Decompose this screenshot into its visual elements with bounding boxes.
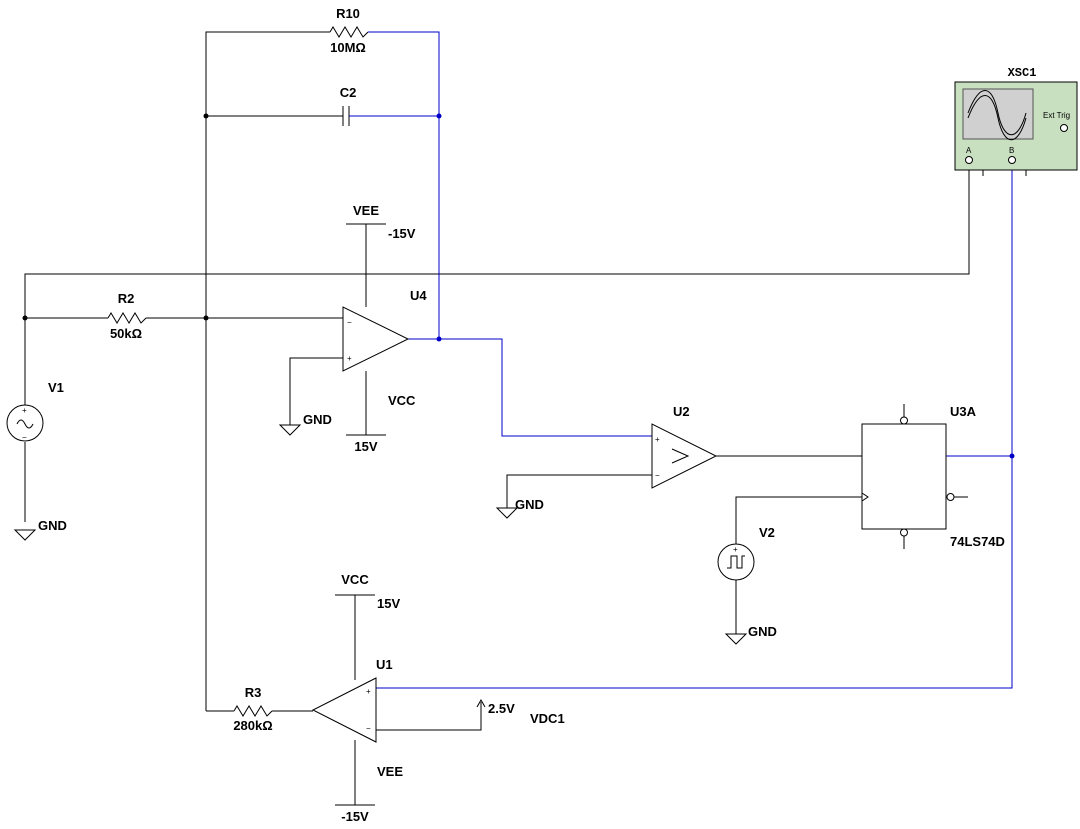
wires: [24, 31, 1027, 805]
r3-value: 280kΩ: [233, 718, 272, 733]
u3a-ref: U3A: [950, 404, 977, 419]
u3a-part: 74LS74D: [950, 534, 1005, 549]
resistor-r3[interactable]: R3 280kΩ: [233, 685, 272, 733]
u4-vcc-value: 15V: [354, 439, 377, 454]
ac-source-v1[interactable]: + − V1: [6, 380, 64, 442]
u4-vee-value: -15V: [388, 226, 416, 241]
vdc1-value: 2.5V: [488, 701, 515, 716]
ground-u4: GND: [278, 412, 332, 436]
ground-v1-label: GND: [38, 518, 67, 533]
blue-wires: [352, 31, 1013, 689]
resistor-r10[interactable]: R10 10MΩ: [329, 6, 369, 55]
opamp-u1[interactable]: + − U1 VCC 15V VEE -15V: [311, 572, 403, 824]
r2-ref: R2: [118, 291, 135, 306]
v2-ref: V2: [759, 525, 775, 540]
oscilloscope-xsc1[interactable]: XSC1 Ext Trig A B: [954, 66, 1078, 171]
ground-u2-label: GND: [515, 497, 544, 512]
v2-plus-sign: +: [733, 545, 738, 554]
u2-noninverting-sign: +: [655, 435, 660, 444]
u1-vee-value: -15V: [341, 809, 369, 824]
r10-ref: R10: [336, 6, 360, 21]
xsc1-channel-b-label: B: [1009, 146, 1014, 155]
u2-inverting-sign: −: [655, 471, 660, 480]
u1-vee-label: VEE: [377, 764, 403, 779]
u4-noninverting-sign: +: [347, 354, 352, 363]
xsc1-channel-a-label: A: [966, 146, 972, 155]
u1-ref: U1: [376, 657, 393, 672]
r2-value: 50kΩ: [110, 326, 142, 341]
xsc1-ext-trig-terminal[interactable]: [1060, 124, 1068, 132]
r3-ref: R3: [245, 685, 262, 700]
ground-v2-label: GND: [748, 624, 777, 639]
resistor-r2[interactable]: R2 50kΩ: [107, 291, 147, 341]
opamp-u4[interactable]: − + U4 VEE -15V VCC 15V: [342, 203, 427, 454]
ground-u2: GND: [495, 497, 544, 519]
r10-value: 10MΩ: [330, 40, 366, 55]
ground-v2: GND: [724, 624, 777, 645]
comparator-u2[interactable]: + − U2: [651, 404, 718, 489]
vdc1-ref: VDC1: [530, 711, 565, 726]
u1-vcc-value: 15V: [377, 596, 400, 611]
u4-vee-label: VEE: [353, 203, 379, 218]
ground-u4-label: GND: [303, 412, 332, 427]
u4-vcc-label: VCC: [388, 393, 416, 408]
v1-ref: V1: [48, 380, 64, 395]
capacitor-c2[interactable]: C2: [338, 85, 356, 126]
v1-plus-sign: +: [22, 406, 27, 415]
u1-vcc-label: VCC: [341, 572, 369, 587]
u1-noninverting-sign: +: [366, 687, 371, 696]
xsc1-ext-trig-label: Ext Trig: [1043, 111, 1070, 120]
dc-source-vdc1[interactable]: 2.5V VDC1: [476, 698, 565, 726]
xsc1-channel-a-terminal[interactable]: [965, 156, 973, 164]
xsc1-ref: XSC1: [1008, 66, 1037, 80]
v1-minus-sign: −: [22, 433, 27, 442]
clock-source-v2[interactable]: + V2: [717, 525, 775, 581]
flipflop-u3a[interactable]: U3A 74LS74D: [861, 404, 1005, 549]
u1-inverting-sign: −: [366, 724, 371, 733]
ground-v1: GND: [13, 518, 67, 541]
xsc1-channel-b-terminal[interactable]: [1008, 156, 1016, 164]
c2-ref: C2: [340, 85, 357, 100]
junctions: [22, 113, 1015, 459]
u2-ref: U2: [673, 404, 690, 419]
u4-ref: U4: [410, 288, 427, 303]
u4-inverting-sign: −: [347, 318, 352, 327]
